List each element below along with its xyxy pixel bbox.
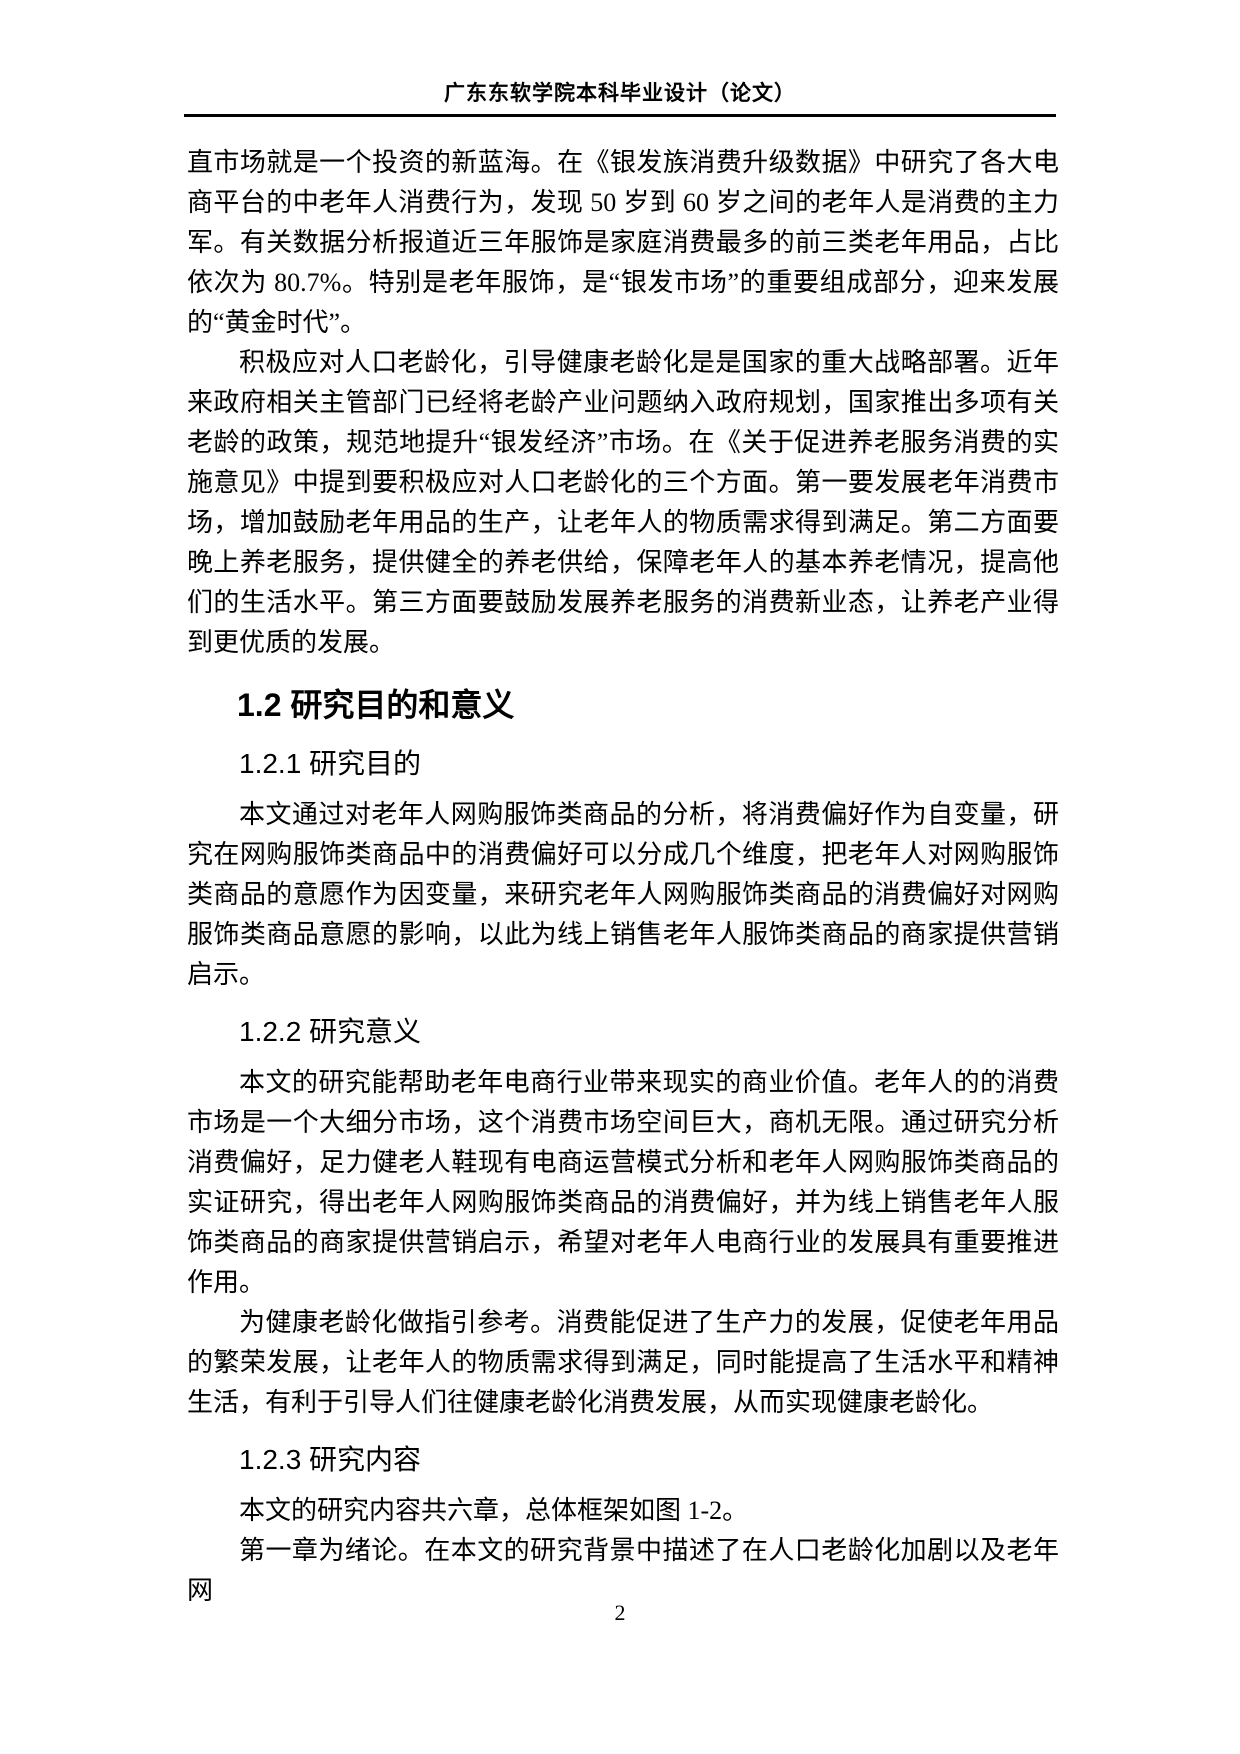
running-header: 广东东软学院本科毕业设计（论文） — [184, 0, 1056, 117]
paragraph-research-content-2: 第一章为绪论。在本文的研究背景中描述了在人口老龄化加剧以及老年网 — [187, 1536, 1059, 1605]
section-heading-1-2: 1.2 研究目的和意义 — [237, 687, 515, 723]
header-rule — [184, 114, 1056, 117]
page-number: 2 — [614, 1600, 626, 1625]
paragraph-research-purpose: 本文通过对老年人网购服饰类商品的分析，将消费偏好作为自变量，研究在网购服饰类商品… — [187, 800, 1059, 989]
subsection-heading-1-2-2: 1.2.2 研究意义 — [239, 1016, 422, 1047]
paragraph-aging-policy: 积极应对人口老龄化，引导健康老龄化是是国家的重大战略部署。近年来政府相关主管部门… — [187, 348, 1059, 657]
paragraph-silver-market-continued: 直市场就是一个投资的新蓝海。在《银发族消费升级数据》中研究了各大电商平台的中老年… — [187, 148, 1059, 337]
subsection-heading-1-2-1: 1.2.1 研究目的 — [239, 748, 422, 779]
paragraph-research-significance-2: 为健康老龄化做指引参考。消费能促进了生产力的发展，促使老年用品的繁荣发展，让老年… — [187, 1308, 1059, 1417]
main-text-column: 直市场就是一个投资的新蓝海。在《银发族消费升级数据》中研究了各大电商平台的中老年… — [187, 143, 1059, 1611]
paragraph-research-significance-1: 本文的研究能帮助老年电商行业带来现实的商业价值。老年人的的消费市场是一个大细分市… — [187, 1068, 1059, 1297]
page-footer: 2 — [0, 1598, 1240, 1628]
running-header-title: 广东东软学院本科毕业设计（论文） — [444, 81, 796, 105]
paragraph-research-content-1: 本文的研究内容共六章，总体框架如图 1-2。 — [239, 1496, 749, 1525]
subsection-heading-1-2-3: 1.2.3 研究内容 — [239, 1444, 422, 1475]
